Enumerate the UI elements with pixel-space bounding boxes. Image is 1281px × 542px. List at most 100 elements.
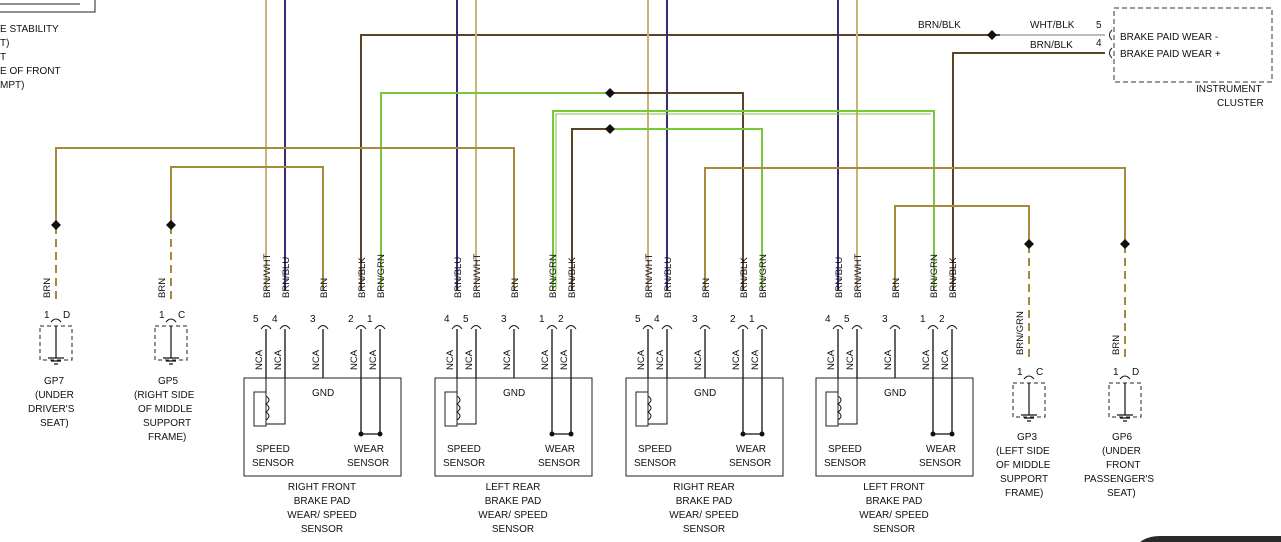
sensor-0-wire-label-4: BRN/GRN	[376, 254, 387, 298]
wire-label-brn-blk-top: BRN/BLK	[918, 20, 961, 31]
sensor-1-wear-label-2: SENSOR	[538, 458, 580, 469]
gp6-caption-3: FRONT	[1106, 460, 1140, 471]
sensor-3-pin-3: 1	[920, 314, 926, 325]
connector-terminal	[355, 325, 367, 330]
sensor-1-nca-0: NCA	[445, 349, 456, 370]
gp3-caption-4: SUPPORT	[1000, 474, 1048, 485]
sensor-3-wire-label-1: BRN/WHT	[853, 253, 864, 298]
sensor-3-nca-2: NCA	[883, 349, 894, 370]
cluster-wires: BRN/BLK WHT/BLK BRN/BLK	[360, 20, 1105, 290]
sensor-2-pin-1: 4	[654, 314, 660, 325]
sensor-3-caption-1: BRAKE PAD	[866, 496, 923, 507]
sensor-1-nca-3: NCA	[540, 349, 551, 370]
sensor-0-body	[243, 377, 402, 477]
sensor-2-caption-1: BRAKE PAD	[676, 496, 733, 507]
vertical-traces	[265, 0, 858, 290]
sensor-3-speed-label: SPEED	[828, 444, 862, 455]
sensor-0-speed-label-2: SENSOR	[252, 458, 294, 469]
wear-loop	[932, 378, 953, 435]
sensor-3-caption-0: LEFT FRONT	[863, 482, 924, 493]
sensor-1-wire-label-0: BRN/BLU	[453, 257, 464, 298]
gp7-pin: 1	[44, 310, 50, 321]
gp3-name: GP3	[1017, 432, 1037, 443]
sensor-3-nca-4: NCA	[940, 349, 951, 370]
sensor-3-nca-0: NCA	[826, 349, 837, 370]
connector-terminal	[317, 325, 329, 330]
wear-sensor-wiring	[380, 88, 935, 290]
gp5-caption-5: FRAME)	[148, 432, 186, 443]
sensor-3-nca-1: NCA	[845, 349, 856, 370]
connector-terminal	[508, 325, 520, 330]
sensor-1-wire-label-1: BRN/WHT	[472, 253, 483, 298]
connector-terminal	[565, 325, 577, 330]
sensor-0-caption-3: SENSOR	[301, 524, 343, 535]
sensor-0-nca-2: NCA	[311, 349, 322, 370]
sensor-1-caption-1: BRAKE PAD	[485, 496, 542, 507]
connector-terminal	[642, 325, 654, 330]
cluster-pin-5: 5	[1096, 20, 1102, 31]
speed-coil	[635, 391, 649, 427]
cluster-brake-wear-minus: BRAKE PAID WEAR -	[1120, 32, 1218, 43]
speed-coil	[825, 391, 839, 427]
sensor-1-pin-0: 4	[444, 314, 450, 325]
sensor-1-gnd-label: GND	[503, 388, 525, 399]
gp6-caption-5: SEAT)	[1107, 488, 1136, 499]
sensor-2-caption-0: RIGHT REAR	[673, 482, 735, 493]
connector-terminal	[661, 325, 673, 330]
sensor-3-nca-3: NCA	[921, 349, 932, 370]
connector-terminal	[832, 325, 844, 330]
wear-loop	[360, 378, 381, 435]
gp7-letter: D	[63, 310, 70, 321]
gp3-letter: C	[1036, 367, 1043, 378]
top-left-label-5: MPT)	[0, 80, 24, 91]
gp5-caption-4: SUPPORT	[143, 418, 191, 429]
top-left-label-3: T	[0, 52, 6, 63]
sensor-3-wire-label-3: BRN/GRN	[929, 254, 940, 298]
gp5-letter: C	[178, 310, 185, 321]
sensor-2-caption-2: WEAR/ SPEED	[669, 510, 738, 521]
ground-gp7: BRN 1 D GP7 (UNDER DRIVER'S SEAT)	[28, 278, 75, 429]
top-left-component: E STABILITY T) T E OF FRONT MPT)	[0, 0, 96, 91]
sensor-0-wire-label-2: BRN	[319, 278, 330, 298]
sensor-3-gnd-label: GND	[884, 388, 906, 399]
sensor-1-nca-4: NCA	[559, 349, 570, 370]
gp7-wire-label: BRN	[42, 278, 53, 298]
cluster-brake-wear-plus: BRAKE PAID WEAR +	[1120, 49, 1221, 60]
speed-coil	[253, 391, 267, 427]
sensor-0-gnd-label: GND	[312, 388, 334, 399]
sensor-1-pin-4: 2	[558, 314, 564, 325]
wire-label-wht-blk: WHT/BLK	[1030, 20, 1075, 31]
gp6-wire-label: BRN	[1111, 335, 1122, 355]
cluster-caption-2: CLUSTER	[1217, 98, 1264, 109]
sensor-1-wire-label-3: BRN/GRN	[548, 254, 559, 298]
sensor-1-speed-label-2: SENSOR	[443, 458, 485, 469]
sensor-1-wire-label-2: BRN	[510, 278, 521, 298]
gp5-pin: 1	[159, 310, 165, 321]
sensor-1-nca-2: NCA	[502, 349, 513, 370]
sensor-2-body	[625, 377, 784, 477]
connector-terminal	[260, 325, 272, 330]
sensor-2-pin-3: 2	[730, 314, 736, 325]
sensor-0-wire-label-0: BRN/WHT	[262, 253, 273, 298]
sensor-3-wire-label-0: BRN/BLU	[834, 257, 845, 298]
sensor-1-nca-1: NCA	[464, 349, 475, 370]
sensor-0-pin-2: 3	[310, 314, 316, 325]
sensor-2-pin-4: 1	[749, 314, 755, 325]
sensor-1-pin-1: 5	[463, 314, 469, 325]
top-left-label-1: E STABILITY	[0, 24, 59, 35]
sensor-3-pin-4: 2	[939, 314, 945, 325]
connector-terminal	[946, 325, 958, 330]
speed-coil	[444, 391, 458, 427]
sensor-0-caption-2: WEAR/ SPEED	[287, 510, 356, 521]
sensor-1-caption-0: LEFT REAR	[486, 482, 541, 493]
sensor-3-pin-1: 5	[844, 314, 850, 325]
sensor-3-caption-2: WEAR/ SPEED	[859, 510, 928, 521]
connector-terminal	[737, 325, 749, 330]
ground-gp6: BRN 1 D GP6 (UNDER FRONT PASSENGER'S SEA…	[1084, 335, 1154, 499]
sensor-0-pin-1: 4	[272, 314, 278, 325]
sensor-2-wear-label: WEAR	[736, 444, 766, 455]
sensor-3-wire-label-2: BRN	[891, 278, 902, 298]
sensor-0-pin-3: 2	[348, 314, 354, 325]
sensor-1-pin-3: 1	[539, 314, 545, 325]
